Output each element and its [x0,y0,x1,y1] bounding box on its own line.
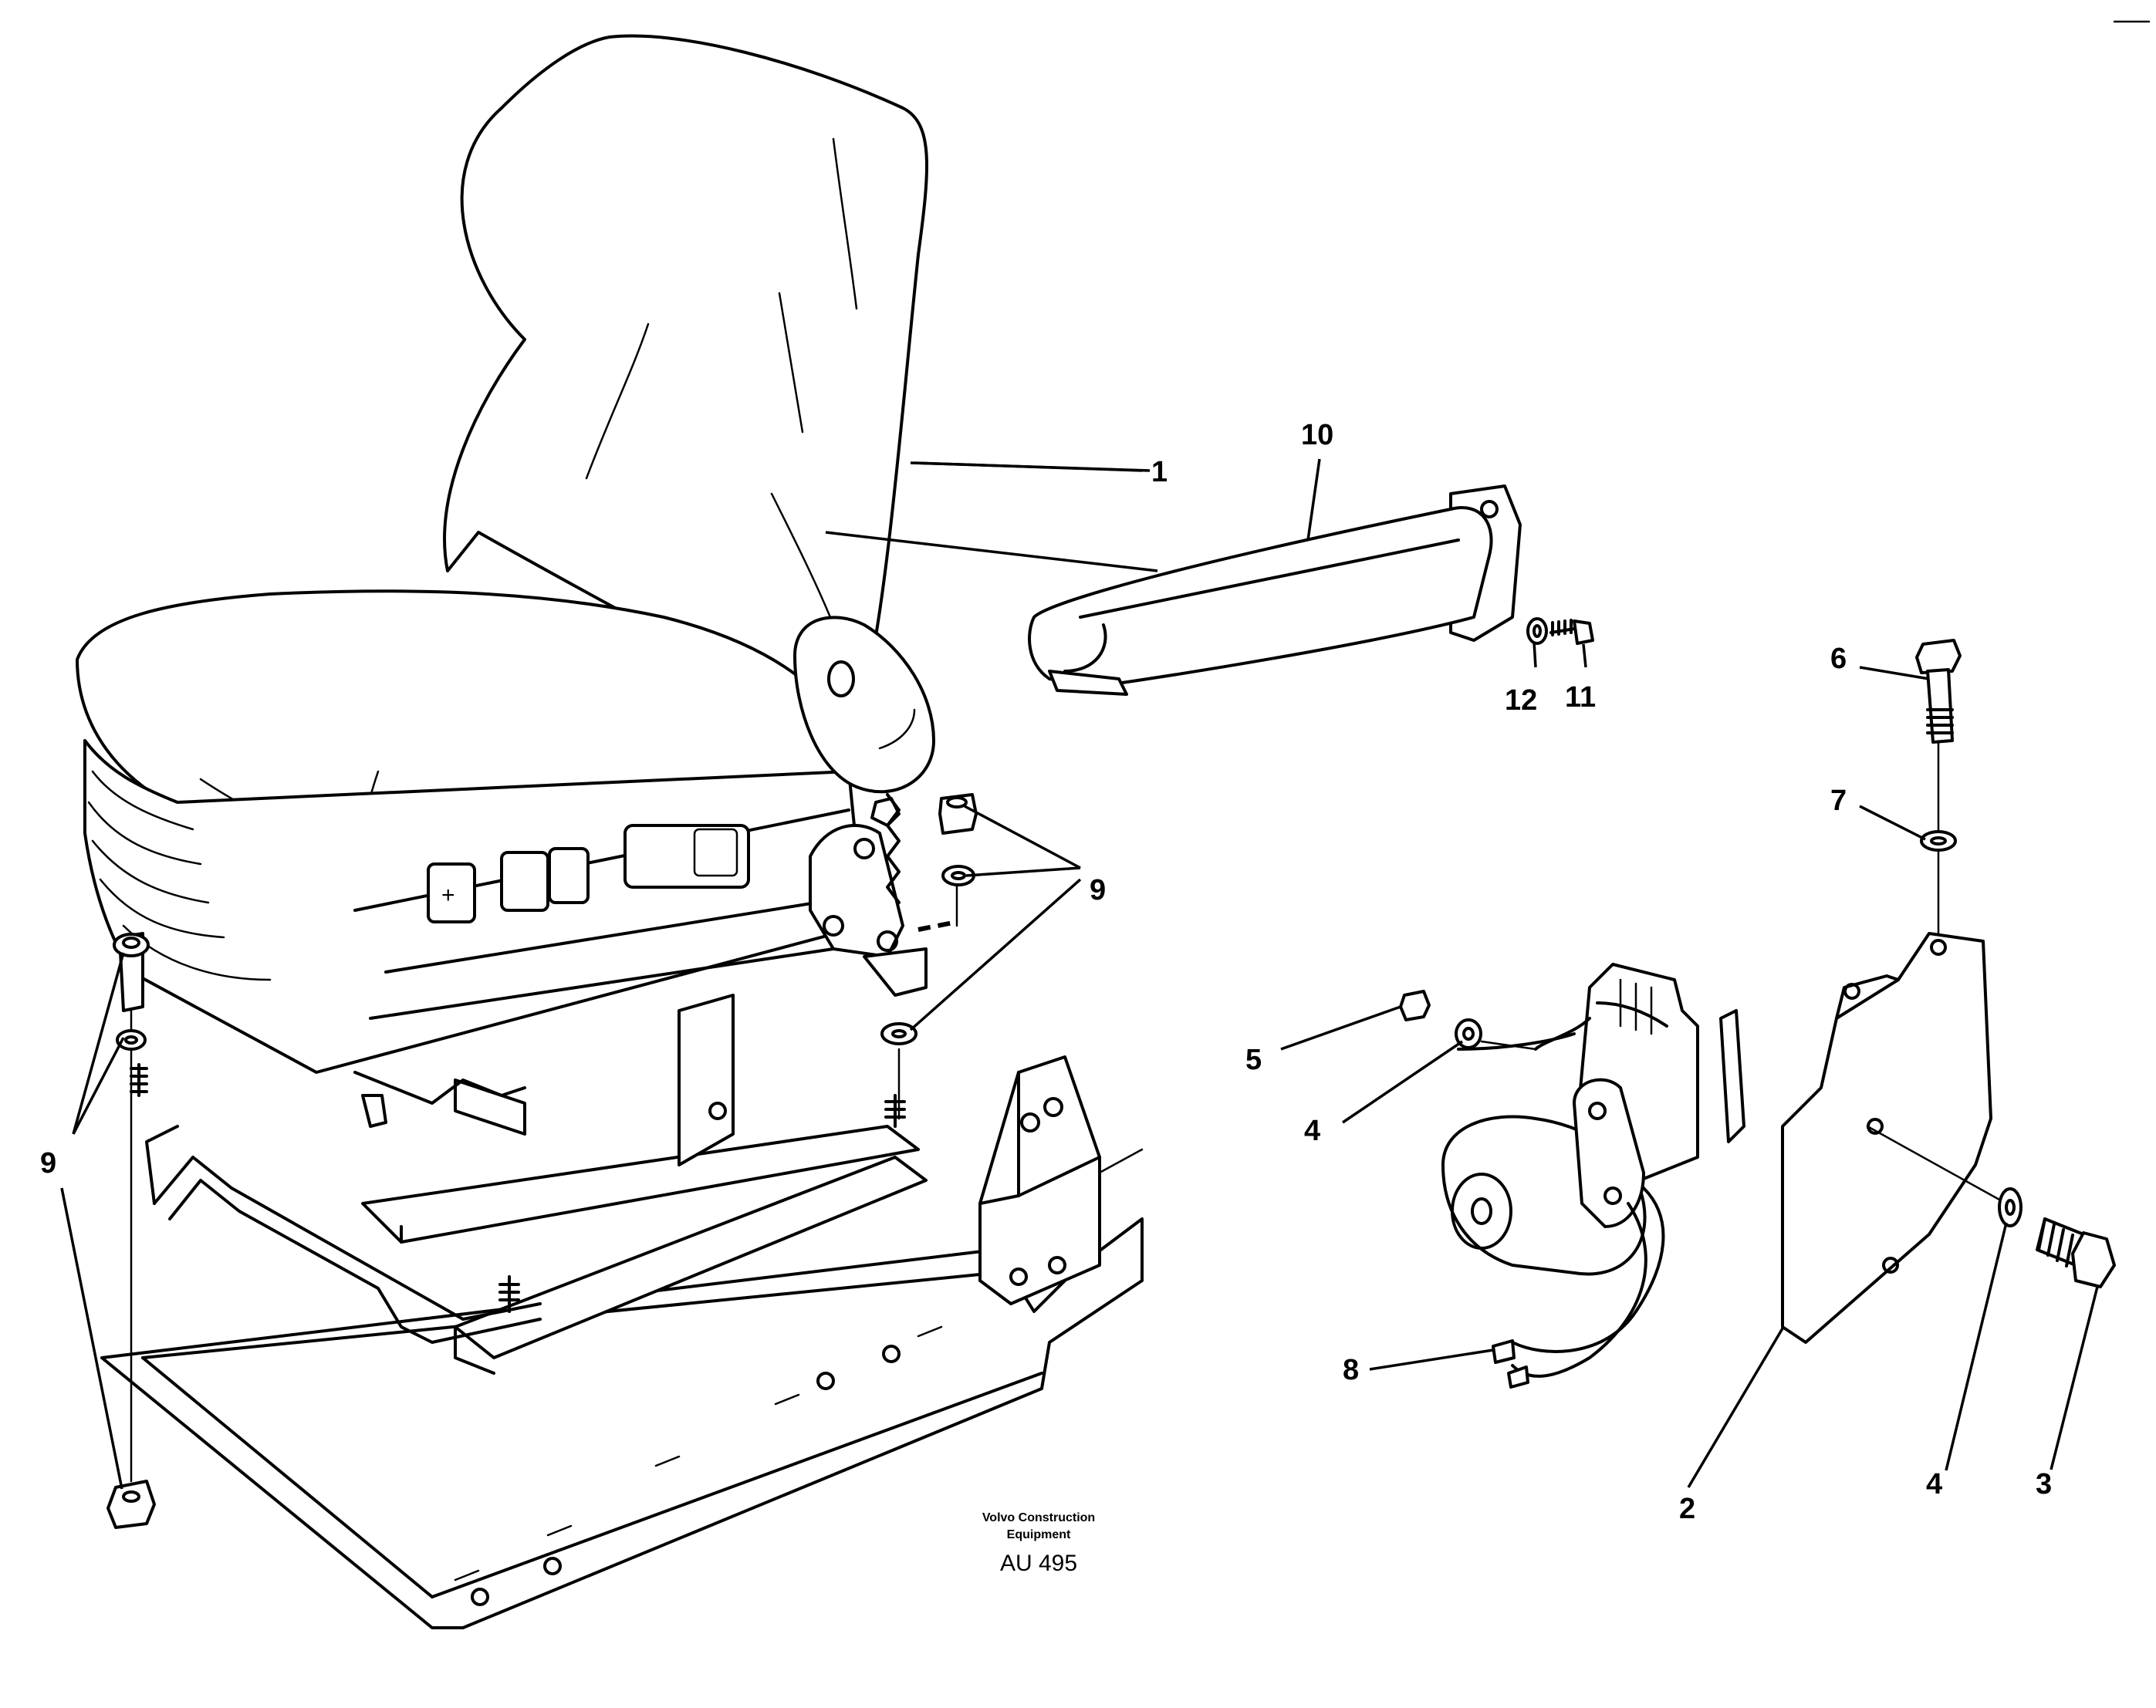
callout-labels: 1 10 12 11 6 7 9 9 5 4 8 2 4 3 [40,419,2052,1525]
callout-10: 10 [1301,419,1333,451]
company-line-1: Volvo Construction [982,1511,1095,1524]
horizontal-bolt-and-washer [1866,1125,2116,1288]
armrest-fasteners [1526,617,1594,645]
right-nut-washer-stack [880,793,978,1045]
drawing-credit: Volvo Construction Equipment AU 495 [982,1511,1095,1576]
drawing-code: AU 495 [1000,1551,1077,1576]
motor-nut-and-washer [1399,990,1537,1051]
callout-5: 5 [1245,1044,1262,1076]
seat-button-2 [500,851,549,912]
callout-7: 7 [1830,785,1847,817]
seat-button-3 [548,847,590,904]
operator-seat: + [76,34,958,1105]
callout-4-left: 4 [1304,1115,1320,1147]
seat-rails [361,1094,928,1375]
callout-3: 3 [2036,1468,2052,1500]
callout-8: 8 [1343,1354,1359,1386]
callout-1: 1 [1151,456,1168,488]
seat-switch-panel [623,824,750,889]
base-upright-bracket [978,1055,1144,1305]
callout-9-right: 9 [1090,874,1106,906]
company-line-2: Equipment [1007,1528,1071,1541]
fore-aft-lever [145,1125,542,1344]
callout-12: 12 [1505,684,1537,717]
cable-connectors [1492,1339,1529,1389]
electric-motor-assembly [1441,963,1745,1378]
vertical-bolt-and-washer [1915,639,1962,852]
callout-2: 2 [1679,1493,1695,1525]
callout-9-left: 9 [40,1147,56,1180]
callout-4-right: 4 [1926,1468,1942,1500]
seat-button-1 [427,862,476,923]
callout-11: 11 [1565,681,1596,714]
armrest [1028,484,1522,696]
svg-text:+: + [441,883,455,908]
callout-6: 6 [1830,643,1847,675]
leader-lines [60,458,2099,1490]
left-bolt-stack [106,932,156,1529]
